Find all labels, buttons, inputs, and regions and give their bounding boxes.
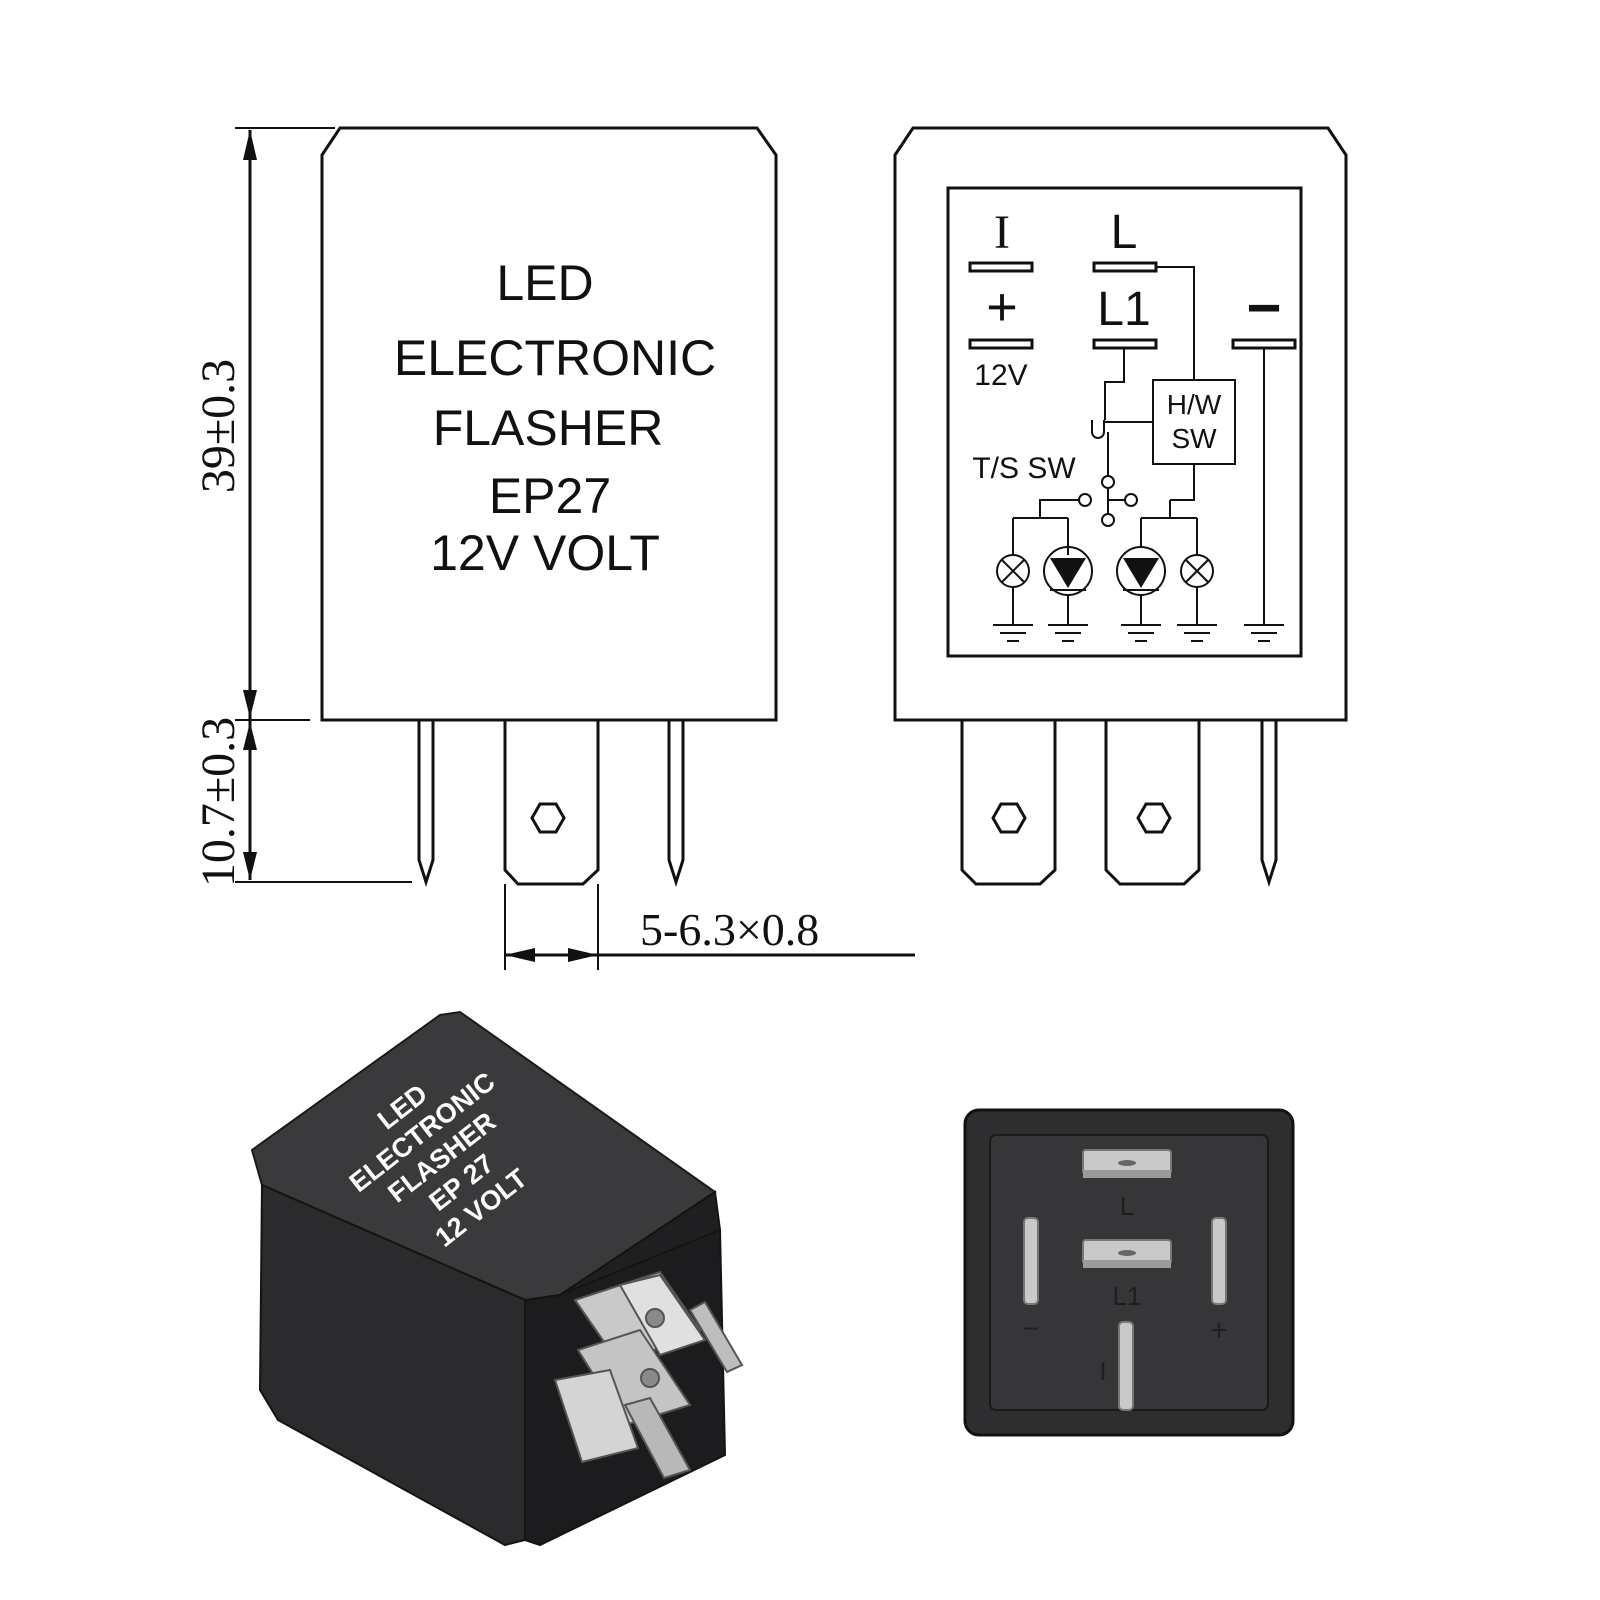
terminal-l1-bar [1092, 338, 1158, 350]
height-dimension-text: 39±0.3 [192, 359, 245, 493]
terminal-l-bar [1092, 261, 1158, 273]
front-pin-left [417, 720, 435, 887]
bottom-view-photo: L L1 − + I [963, 1108, 1295, 1437]
dimensions: 39±0.3 10.7±0.3 5-6.3×0.8 [192, 127, 915, 970]
terminal-l1-label: L1 [1097, 283, 1150, 336]
front-view: LED ELECTRONIC FLASHER EP27 12V VOLT [320, 126, 778, 887]
bottom-label-l: L [1120, 1191, 1134, 1221]
bottom-label-i: I [1099, 1356, 1106, 1386]
hw-switch-label-1: H/W [1167, 389, 1222, 420]
back-pin-right [1260, 720, 1278, 887]
front-label-voltage: 12V VOLT [430, 525, 660, 581]
terminal-plus-label: + [986, 277, 1018, 337]
front-label-flasher: FLASHER [433, 400, 664, 456]
front-label-model: EP27 [489, 468, 611, 524]
terminal-minus-label: − [1246, 274, 1281, 341]
front-housing [320, 126, 778, 722]
terminal-i-label: I [994, 206, 1010, 259]
bottom-pin-l [1082, 1149, 1172, 1178]
terminal-minus-bar [1231, 338, 1297, 350]
back-blade-terminal-right [1104, 720, 1201, 886]
back-view: I L + L1 − 12V H/W SW T/S SW [893, 126, 1348, 887]
ts-switch-label: T/S SW [972, 452, 1076, 485]
photo-terminals [553, 1270, 744, 1480]
bottom-pin-i [1118, 1321, 1134, 1411]
bottom-pin-plus [1211, 1217, 1227, 1305]
front-label-electronic: ELECTRONIC [394, 330, 716, 386]
bottom-label-l1: L1 [1113, 1281, 1142, 1311]
front-blade-terminal [503, 720, 600, 886]
voltage-label: 12V [974, 359, 1027, 392]
front-blade-hole [530, 802, 566, 834]
bottom-label-plus: + [1210, 1314, 1228, 1347]
ground-symbols [993, 624, 1284, 642]
bottom-pin-minus [1023, 1217, 1039, 1305]
back-housing [893, 126, 1348, 722]
pin-length-dimension-text: 10.7±0.3 [192, 717, 245, 887]
hw-switch-label-2: SW [1171, 423, 1217, 454]
schematic-frame [946, 186, 1303, 658]
terminal-i-bar [968, 261, 1034, 273]
flasher-photo: LED ELECTRONIC FLASHER EP 27 12 VOLT [250, 1010, 744, 1547]
front-label-led: LED [496, 255, 593, 311]
bottom-label-minus: − [1023, 1313, 1039, 1344]
back-blade-terminal-left [960, 720, 1057, 886]
bottom-pin-l1 [1082, 1239, 1172, 1268]
terminal-dimension-text: 5-6.3×0.8 [640, 904, 819, 955]
terminal-l-label: L [1111, 206, 1138, 259]
terminal-plus-bar [968, 338, 1034, 350]
front-pin-right [667, 720, 685, 887]
